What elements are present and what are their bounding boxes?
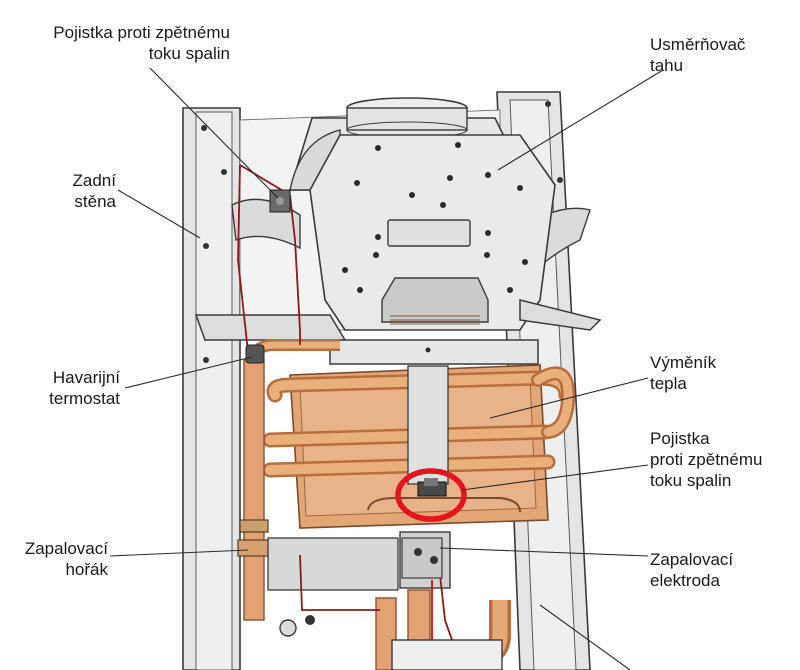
- lower-pipes: [267, 531, 511, 670]
- safety-thermostat-part: [245, 344, 265, 364]
- label-back-wall: Zadní stěna: [20, 170, 116, 212]
- label-heat-exchanger-line2: tepla: [650, 374, 687, 393]
- heat-exchanger: [262, 364, 576, 529]
- label-ignition-electrode: Zapalovací elektroda: [650, 549, 733, 591]
- flue-fuse-sensor-mid: [395, 468, 467, 522]
- leader-lines: [109, 67, 664, 670]
- label-pilot-burner-line1: Zapalovací: [24, 539, 108, 558]
- red-wiring: [237, 164, 453, 641]
- label-pilot-burner: Zapalovací hořák: [10, 538, 108, 580]
- label-draft-diverter: Usměrňovač tahu: [650, 34, 745, 76]
- label-safety-thermostat: Havarijní termostat: [20, 367, 120, 409]
- label-ignition-electrode-line1: Zapalovací: [650, 550, 734, 569]
- label-flue-fuse-mid-line3: toku spalin: [650, 471, 732, 490]
- label-heat-exchanger-line1: Výměník: [650, 353, 717, 372]
- label-back-wall-line1: Zadní: [72, 171, 116, 190]
- label-flue-fuse-top-line1: Pojistka proti zpětnému: [53, 23, 230, 42]
- left-frame-rail: [182, 107, 241, 670]
- label-pilot-burner-line2: hořák: [65, 560, 108, 579]
- label-flue-fuse-mid: Pojistka proti zpětnému toku spalin: [650, 428, 762, 491]
- label-flue-fuse-top-line2: toku spalin: [148, 44, 230, 63]
- label-safety-thermostat-line1: Havarijní: [52, 368, 120, 387]
- label-flue-fuse-mid-line1: Pojistka: [650, 429, 710, 448]
- label-safety-thermostat-line2: termostat: [49, 389, 120, 408]
- label-flue-fuse-top: Pojistka proti zpětnému toku spalin: [10, 22, 230, 64]
- label-heat-exchanger: Výměník tepla: [650, 352, 716, 394]
- right-wing: [544, 207, 591, 264]
- label-flue-fuse-mid-line2: proti zpětnému: [650, 450, 763, 469]
- label-ignition-electrode-line2: elektroda: [650, 571, 720, 590]
- label-back-wall-line2: stěna: [74, 192, 116, 211]
- mounting-shelf: [194, 299, 602, 365]
- pilot-assembly: [401, 537, 443, 579]
- draft-diverter-hood: [288, 97, 556, 331]
- label-draft-diverter-line1: Usměrňovač: [650, 35, 746, 54]
- label-draft-diverter-line2: tahu: [650, 56, 684, 75]
